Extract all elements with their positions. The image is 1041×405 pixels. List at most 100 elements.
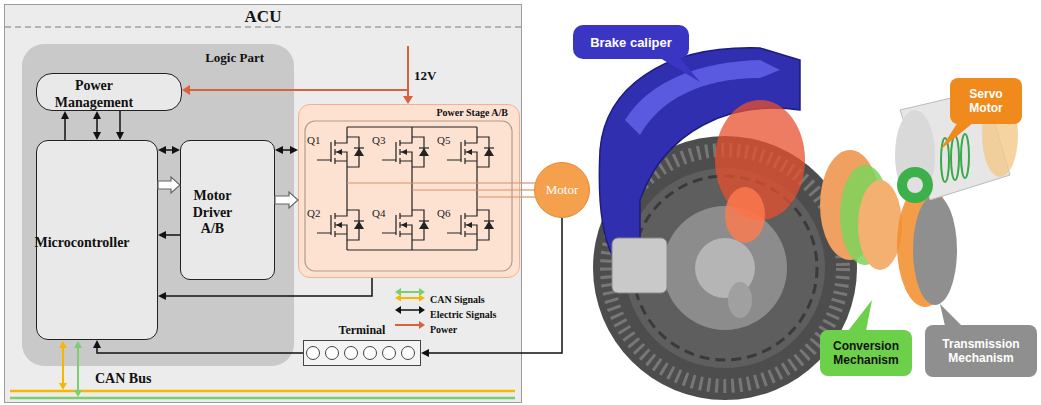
text-area: Transmission Mechanism	[925, 325, 1037, 377]
connector-line	[96, 117, 98, 134]
transistor-label: Q2	[307, 207, 320, 219]
node-text: Power Stage A/B	[437, 107, 508, 118]
spring-coil	[941, 138, 949, 182]
connector-line	[164, 234, 180, 236]
block-arrow	[275, 192, 298, 208]
connector-line	[164, 278, 372, 296]
arrowhead	[93, 340, 101, 348]
legend-item: Power	[430, 319, 457, 337]
mosfet-q1	[317, 127, 364, 177]
label-holder: Q2	[307, 203, 320, 221]
caliper-body	[599, 48, 800, 318]
node-text: Motor	[546, 182, 579, 198]
power-stage-box: Power Stage A/B	[298, 104, 520, 278]
connector	[275, 146, 298, 154]
connector-line	[520, 196, 535, 197]
mosfet-q2	[317, 200, 364, 250]
can-signal	[77, 348, 79, 390]
brake-disc	[593, 136, 857, 400]
pinion-gear	[897, 167, 933, 203]
transistor-label: Q3	[372, 134, 385, 146]
callout-box: Transmission Mechanism	[925, 325, 1037, 377]
connector	[158, 146, 180, 154]
legend-line-can	[400, 291, 420, 293]
voltage-label: 12V	[414, 68, 436, 83]
arrowhead	[116, 132, 124, 140]
header-divider	[5, 26, 521, 27]
bridge-frame	[305, 121, 512, 271]
caliper-bracket	[612, 238, 667, 293]
bearing	[858, 180, 902, 270]
node-text: Conversion Mechanism	[826, 339, 906, 368]
legend-arrowhead	[419, 295, 425, 302]
legend-line-electric	[400, 309, 420, 311]
node-shape	[22, 44, 294, 366]
transistor-label: Q5	[437, 134, 450, 146]
transistor-label: Q6	[437, 207, 450, 219]
connector	[61, 111, 69, 140]
screw-nut	[820, 150, 880, 260]
node-shape	[303, 340, 421, 366]
power-line	[190, 89, 408, 91]
can-line-low	[10, 397, 515, 400]
gear-wheel	[897, 183, 953, 307]
disc-inner	[625, 168, 825, 368]
legend-text: CAN Signals	[430, 294, 485, 305]
arrowhead	[421, 349, 429, 357]
connector	[520, 190, 534, 191]
callout-pointer	[940, 122, 974, 150]
node-text: Brake caliper	[590, 35, 672, 50]
arrowhead	[275, 146, 283, 154]
block-arrow	[158, 177, 180, 193]
node-text: Microcontroller	[34, 235, 129, 252]
legend-item: Electric Signals	[430, 304, 496, 322]
motor-driver-box: Motor Driver A/B	[180, 140, 275, 280]
motor-face	[895, 110, 935, 200]
spring-coil	[961, 134, 969, 178]
can-signal	[62, 348, 64, 383]
can-line-high	[10, 390, 515, 393]
phase-wire	[347, 183, 520, 197]
connector-line	[97, 346, 303, 353]
can-arrowhead	[74, 390, 82, 397]
arrowhead	[172, 146, 180, 154]
legend-arrowhead	[419, 288, 425, 296]
label-holder: Q5	[437, 130, 450, 148]
legend-arrowhead	[395, 295, 401, 302]
microcontroller-box: Microcontroller	[36, 140, 158, 340]
connector-line	[427, 218, 562, 353]
logic-region: Logic PartPower ManagementMicrocontrolle…	[22, 44, 294, 366]
callout-pointer	[940, 304, 962, 326]
legend-text: Electric Signals	[430, 309, 496, 320]
label-holder: Q6	[437, 203, 450, 221]
arrowhead	[158, 292, 166, 300]
ball-screw	[840, 165, 890, 265]
disc-outer	[593, 136, 857, 400]
pinion-hub	[907, 177, 923, 193]
connector-line	[64, 117, 66, 140]
terminal-block: Terminal	[303, 340, 421, 366]
callout-pointer	[660, 58, 700, 82]
text-area: Motor	[534, 162, 590, 218]
arrowhead	[158, 146, 166, 154]
connector-line	[119, 111, 121, 134]
connector-line	[520, 182, 535, 183]
text-area: Servo Motor	[950, 78, 1022, 124]
text-area: Microcontroller	[36, 140, 158, 340]
label-holder: 12V	[414, 66, 436, 84]
node-text: Logic Part	[205, 50, 264, 66]
mosfet-q5	[447, 127, 494, 177]
node-text: ACU	[245, 7, 282, 27]
arrowhead	[158, 231, 166, 239]
terminal-pin	[402, 347, 415, 360]
power-management-box: Power Management	[36, 73, 182, 111]
can-arrowhead	[59, 383, 67, 390]
label-holder: CAN Bus	[95, 369, 151, 387]
acu-box: ACU Logic PartPower ManagementMicrocontro…	[4, 4, 522, 403]
power-arrowhead	[182, 85, 190, 95]
callout-pointer	[848, 300, 872, 331]
label-holder: Q4	[372, 203, 385, 221]
connector	[93, 111, 101, 140]
legend-samples	[395, 288, 425, 329]
